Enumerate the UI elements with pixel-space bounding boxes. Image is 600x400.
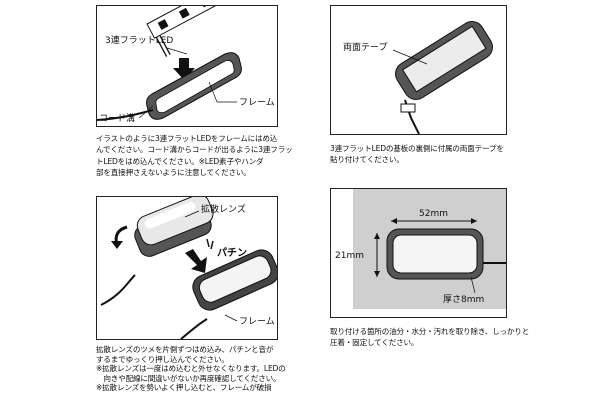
step-3-text: 3連フラットLEDの基板の裏側に付属の両面テープを 貼り付けてください。 <box>330 143 504 166</box>
step-2-line: ※拡散レンズは一度はめ込むと外せなくなります。LEDの <box>96 364 286 373</box>
width-dimension-label: 52mm <box>419 209 448 219</box>
step-1-line: 部を直接押さえないように注意してください。 <box>96 168 251 178</box>
assembled-unit-shape <box>192 249 277 311</box>
step-1-line: んでください。コード溝からコードが出るように3連フラッ <box>96 145 293 155</box>
step-1-line: トLEDをはめ込んでください。※LED素子やハンダ <box>96 156 264 166</box>
step-2-line: するまでゆっくり押し込んでください。 <box>96 354 229 364</box>
step-4-line: 取り付ける箇所の油分・水分・汚れを取り除き、しっかりと <box>330 327 530 336</box>
step-4-text: 取り付ける箇所の油分・水分・汚れを取り除き、しっかりと 圧着・固定してください。 <box>330 326 529 349</box>
step-2-line: ※拡散レンズを勢いよく押し込むと、フレームが破損 <box>96 383 272 392</box>
height-dimension-label: 21mm <box>335 251 364 261</box>
step-3-line: 貼り付けてください。 <box>330 155 404 165</box>
double-sided-tape-label: 両面テープ <box>343 43 388 53</box>
lens-shape <box>134 197 214 257</box>
step-2-text: 拡散レンズのツメを片側ずつはめ込み、パチンと音が するまでゆっくり押し込んでくだ… <box>96 345 286 393</box>
led-label: 3連フラットLED <box>105 36 174 46</box>
frame-label: フレーム <box>239 317 275 327</box>
step-1-figure <box>97 6 242 121</box>
thickness-label: 厚さ8mm <box>443 295 485 305</box>
step-4-line: 圧着・固定してください。 <box>330 338 419 348</box>
step-4-figure <box>353 189 506 309</box>
step-4-illustration: 52mm 21mm 厚さ8mm <box>330 188 507 318</box>
step-3-line: 3連フラットLEDの基板の裏側に付属の両面テープを <box>330 144 504 153</box>
cord-groove-label: コード溝 <box>99 114 136 124</box>
step-2-line: 向きや配線に間違いがないか再度確認してください。 <box>96 373 281 383</box>
step-3-illustration: 両面テープ <box>330 5 507 135</box>
frame-shape <box>146 52 242 120</box>
step-2-figure <box>100 197 277 339</box>
step-2-illustration: 拡散レンズ パチン フレーム <box>96 196 278 340</box>
step-1-line: イラストのように3連フラットLEDをフレームにはめ込 <box>96 134 278 143</box>
lens-label: 拡散レンズ <box>201 205 246 215</box>
step-1-text: イラストのように3連フラットLEDをフレームにはめ込 んでください。コード溝から… <box>96 133 293 179</box>
step-1-illustration: 3連フラットLED フレーム コード溝 <box>96 5 278 127</box>
led-strip-shape <box>146 6 226 57</box>
frame-label: フレーム <box>239 98 275 108</box>
step-3-figure <box>392 21 493 134</box>
snap-sound-label: パチン <box>217 248 247 259</box>
led-back-shape <box>395 21 493 100</box>
step-2-line: 拡散レンズのツメを片側ずつはめ込み、パチンと音が <box>96 345 274 354</box>
